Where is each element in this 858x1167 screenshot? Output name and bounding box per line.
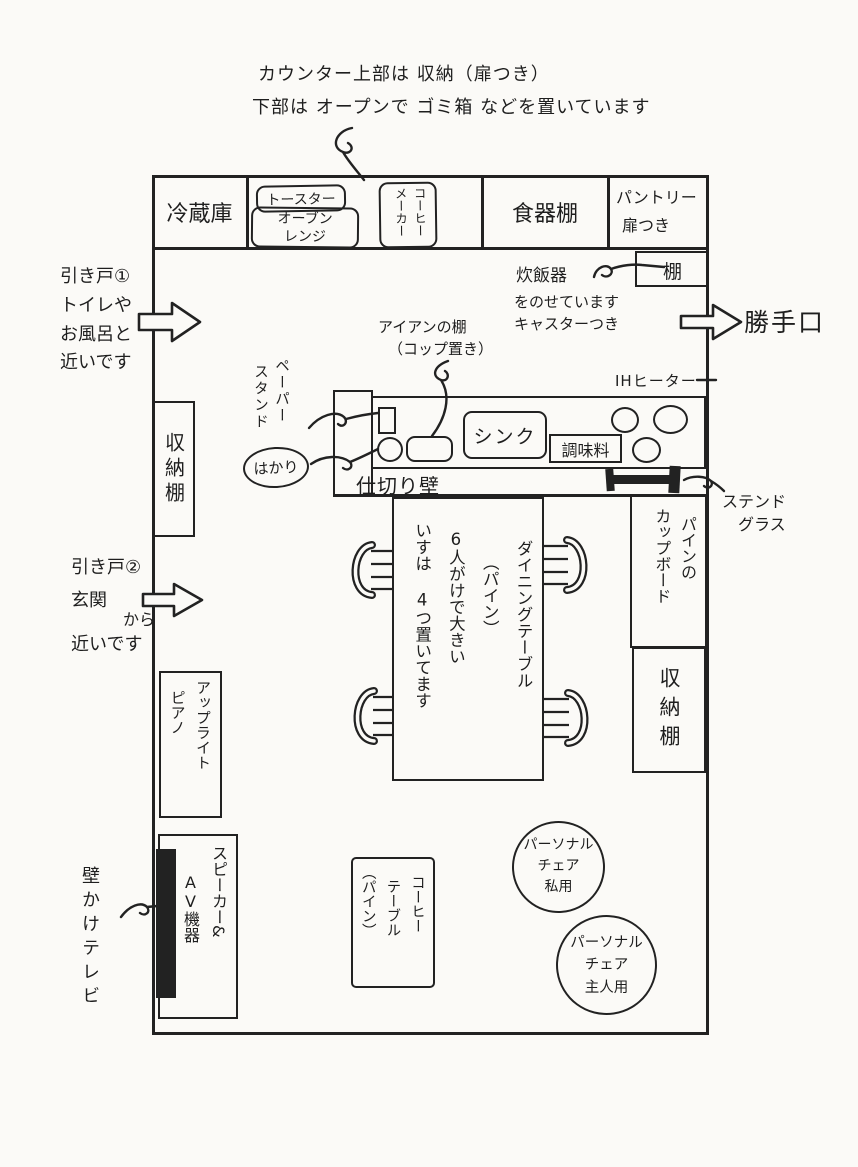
coffee-maker-box: コーヒー メーカー — [378, 181, 438, 249]
paper-stand-rect — [378, 407, 396, 434]
upright-piano — [159, 671, 222, 818]
iron-shelf-line2: （コップ置き） — [388, 340, 494, 358]
divider-pantry — [607, 175, 610, 249]
divider-dish-shelf — [481, 175, 484, 249]
counter-note-line2: 下部は オープンで ゴミ箱 などを置いています — [252, 97, 651, 118]
stained-glass-bar — [612, 475, 675, 484]
scale-circle — [377, 437, 403, 462]
speaker-av-label: スピーカー& AV機器 — [181, 845, 228, 943]
pine-cupboard-label: パインの カップボード — [652, 508, 697, 604]
counter-note-arrow — [334, 126, 366, 182]
kitchen-counter — [371, 396, 706, 469]
storage-shelf-right: 収納棚 — [632, 647, 706, 773]
personal-chair-master-label: パーソナル チェア 主人用 — [570, 935, 643, 996]
ih-heater-label: IHヒーター — [615, 372, 697, 390]
iron-shelf-line1: アイアンの棚 — [378, 318, 467, 336]
shelf-label: 棚 — [663, 261, 683, 283]
rice-cooker-line3: キャスターつき — [514, 315, 620, 333]
partition-bottom-line — [333, 494, 709, 497]
upright-piano-label: アップライト ピアノ — [168, 680, 213, 770]
personal-chair-private-label: パーソナル チェア 私用 — [523, 837, 594, 895]
dining-table — [392, 497, 544, 781]
partition-wall-label: 仕切り壁 — [356, 474, 440, 498]
dining-table-label: ダイニングテーブル （パイン） 6人がけで大きい いすは 4つ置いてます — [412, 522, 533, 709]
stained-glass-label: ステンド グラス — [722, 492, 787, 535]
stained-glass-cap-right — [668, 465, 681, 494]
storage-shelf-left: 収納棚 — [153, 401, 195, 537]
wall-tv-bar — [156, 849, 176, 998]
stained-glass-cap-left — [605, 468, 615, 492]
dish-shelf-label: 食器棚 — [511, 201, 578, 227]
door1-note: 引き戸① トイレや お風呂と 近いです — [60, 266, 132, 374]
back-door-label: 勝手口 — [744, 308, 826, 337]
paper-stand-label: ペーパー スタンド — [252, 358, 289, 430]
counter-note-line1: カウンター上部は 収納（扉つき） — [258, 64, 550, 85]
ih-burner-1 — [611, 407, 639, 433]
pantry-label: パントリー 扉つき — [616, 188, 697, 235]
divider-fridge — [246, 175, 249, 249]
iron-shelf-rect — [406, 436, 453, 462]
coffee-table — [351, 857, 435, 988]
wall-tv-label: 壁かけテレビ — [79, 866, 100, 1010]
door2-note: 引き戸② 玄関 から 近いです — [71, 557, 156, 655]
ih-burner-2 — [653, 405, 688, 434]
counter-band-bottom — [152, 247, 709, 250]
coffee-table-label: コーヒー テーブル （パイン） — [359, 865, 425, 938]
sink-box: シンク — [463, 411, 547, 459]
ih-burner-3 — [632, 437, 661, 463]
fridge-label: 冷蔵庫 — [166, 201, 233, 227]
rice-cooker-line1: 炊飯器 — [516, 266, 567, 286]
seasoning-box: 調味料 — [549, 434, 622, 463]
rice-cooker-line2: をのせています — [514, 293, 620, 311]
oven-range-box: オーブン レンジ — [250, 206, 360, 249]
